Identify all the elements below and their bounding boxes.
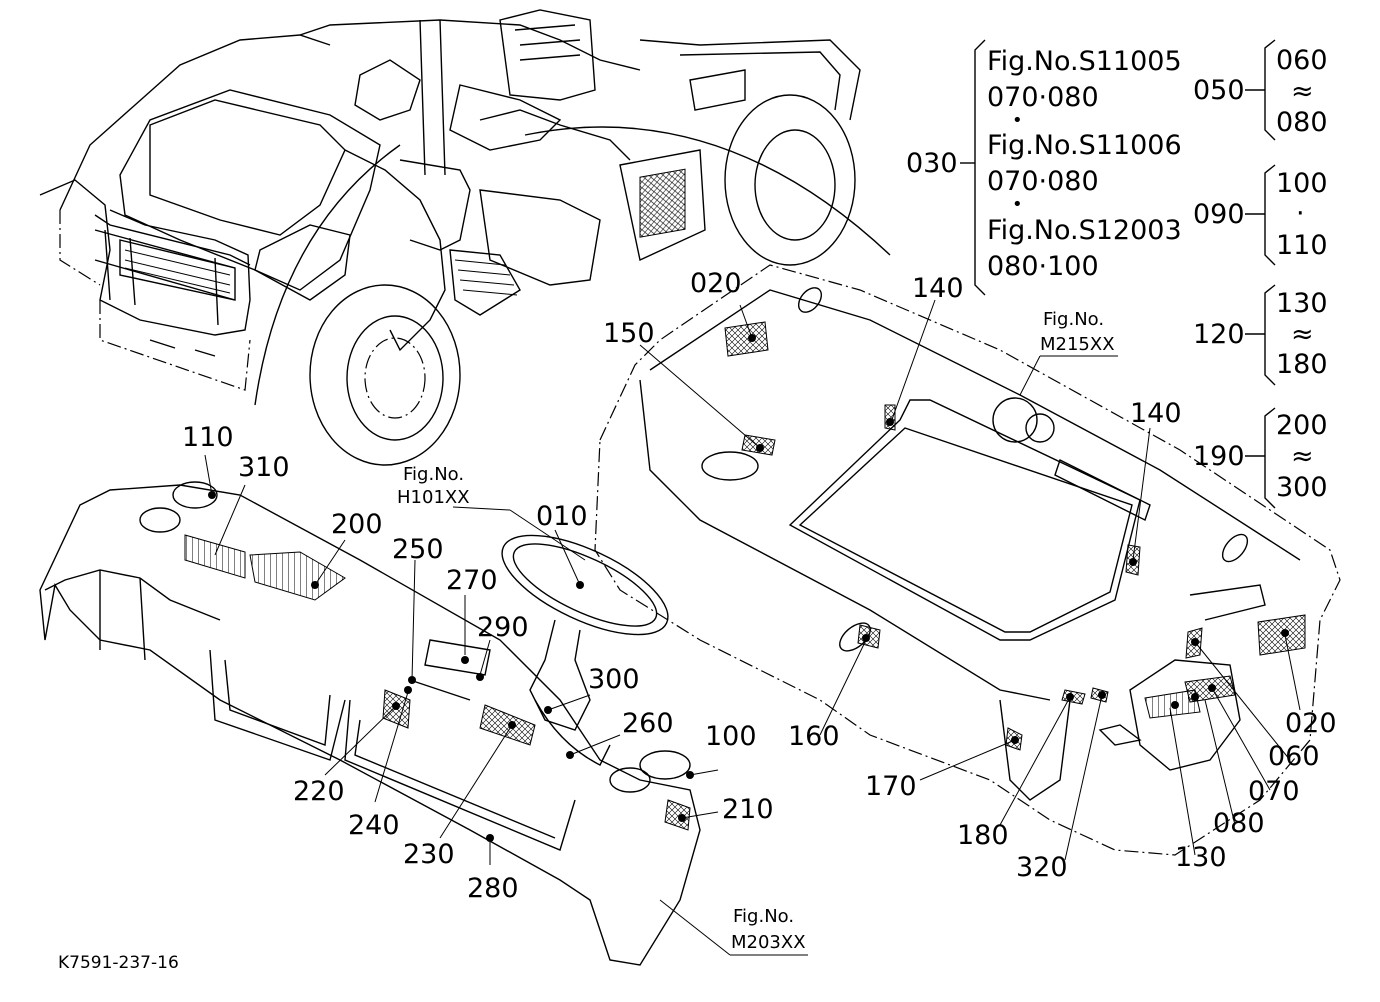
utility-vehicle-illustration	[39, 9, 891, 466]
cargo-bed-illustration	[594, 264, 1341, 856]
callout-160: 160	[788, 721, 840, 752]
range-group-050: 050 060 ≈ 080	[1193, 39, 1328, 141]
dash-panel-illustration	[39, 481, 701, 966]
svg-text:300: 300	[1276, 472, 1328, 503]
callout-100: 100	[705, 721, 757, 752]
callout-220: 220	[293, 776, 345, 807]
callout-230: 230	[403, 839, 455, 870]
svg-text:·: ·	[1296, 198, 1305, 229]
svg-text:200: 200	[1276, 410, 1328, 441]
callout-250: 250	[392, 534, 444, 565]
callout-070: 070	[1248, 776, 1300, 807]
svg-text:Fig.No.: Fig.No.	[733, 906, 794, 927]
svg-text:M203XX: M203XX	[731, 932, 806, 953]
callout-290: 290	[477, 612, 529, 643]
fig-table-030: 030 Fig.No.S11005 070·080 • Fig.No.S1100…	[906, 39, 1182, 296]
callout-140: 140	[1130, 398, 1182, 429]
callout-140: 140	[912, 273, 964, 304]
svg-text:Fig.No.S12003: Fig.No.S12003	[987, 215, 1182, 246]
svg-text:•: •	[1012, 194, 1023, 215]
svg-text:180: 180	[1276, 349, 1328, 380]
callout-200: 200	[331, 509, 383, 540]
callout-240: 240	[348, 810, 400, 841]
callout-130: 130	[1175, 842, 1227, 873]
svg-text:≈: ≈	[1291, 76, 1314, 107]
callout-270: 270	[446, 565, 498, 596]
svg-text:Fig.No.: Fig.No.	[1043, 309, 1104, 330]
callout-260: 260	[622, 708, 674, 739]
callout-020: 020	[690, 268, 742, 299]
callout-300: 300	[588, 664, 640, 695]
svg-text:090: 090	[1193, 199, 1245, 230]
svg-text:•: •	[1012, 110, 1023, 131]
svg-text:130: 130	[1276, 288, 1328, 319]
figure-reference-m215: Fig.No. M215XX	[1040, 309, 1115, 355]
range-group-120: 120 130 ≈ 180	[1193, 284, 1328, 386]
svg-text:Fig.No.: Fig.No.	[403, 464, 464, 485]
svg-text:Fig.No.S11005: Fig.No.S11005	[987, 46, 1182, 77]
callout-180: 180	[957, 820, 1009, 851]
svg-text:H101XX: H101XX	[397, 487, 470, 508]
svg-text:050: 050	[1193, 75, 1245, 106]
svg-text:190: 190	[1193, 441, 1245, 472]
callout-010: 010	[536, 501, 588, 532]
svg-text:Fig.No.S11006: Fig.No.S11006	[987, 130, 1182, 161]
svg-text:≈: ≈	[1291, 441, 1314, 472]
callout-060: 060	[1268, 741, 1320, 772]
callout-280: 280	[467, 873, 519, 904]
leader-lines	[204, 299, 1301, 956]
callout-labels: 020 150 140 140 020 060 070 080 130 320 …	[182, 268, 1337, 904]
callout-080: 080	[1213, 808, 1265, 839]
callout-110: 110	[182, 422, 234, 453]
svg-text:120: 120	[1193, 319, 1245, 350]
svg-text:100: 100	[1276, 168, 1328, 199]
callout-210: 210	[722, 794, 774, 825]
svg-text:≈: ≈	[1291, 319, 1314, 350]
range-group-090: 090 100 · 110	[1193, 164, 1328, 266]
svg-text:110: 110	[1276, 230, 1328, 261]
callout-310: 310	[238, 452, 290, 483]
svg-text:080·100: 080·100	[987, 251, 1099, 282]
callout-150: 150	[603, 318, 655, 349]
callout-170: 170	[865, 771, 917, 802]
callout-dots	[208, 334, 1289, 842]
svg-text:070·080: 070·080	[987, 82, 1099, 113]
range-group-190: 190 200 ≈ 300	[1193, 407, 1328, 509]
callout-320: 320	[1016, 852, 1068, 883]
svg-text:080: 080	[1276, 107, 1328, 138]
figure-reference-m203: Fig.No. M203XX	[731, 906, 806, 953]
drawing-code: K7591-237-16	[58, 953, 179, 973]
svg-text:070·080: 070·080	[987, 166, 1099, 197]
svg-text:030: 030	[906, 148, 958, 179]
figure-reference-h101: Fig.No. H101XX	[397, 464, 470, 508]
callout-020: 020	[1285, 708, 1337, 739]
svg-text:060: 060	[1276, 45, 1328, 76]
svg-text:M215XX: M215XX	[1040, 334, 1115, 355]
